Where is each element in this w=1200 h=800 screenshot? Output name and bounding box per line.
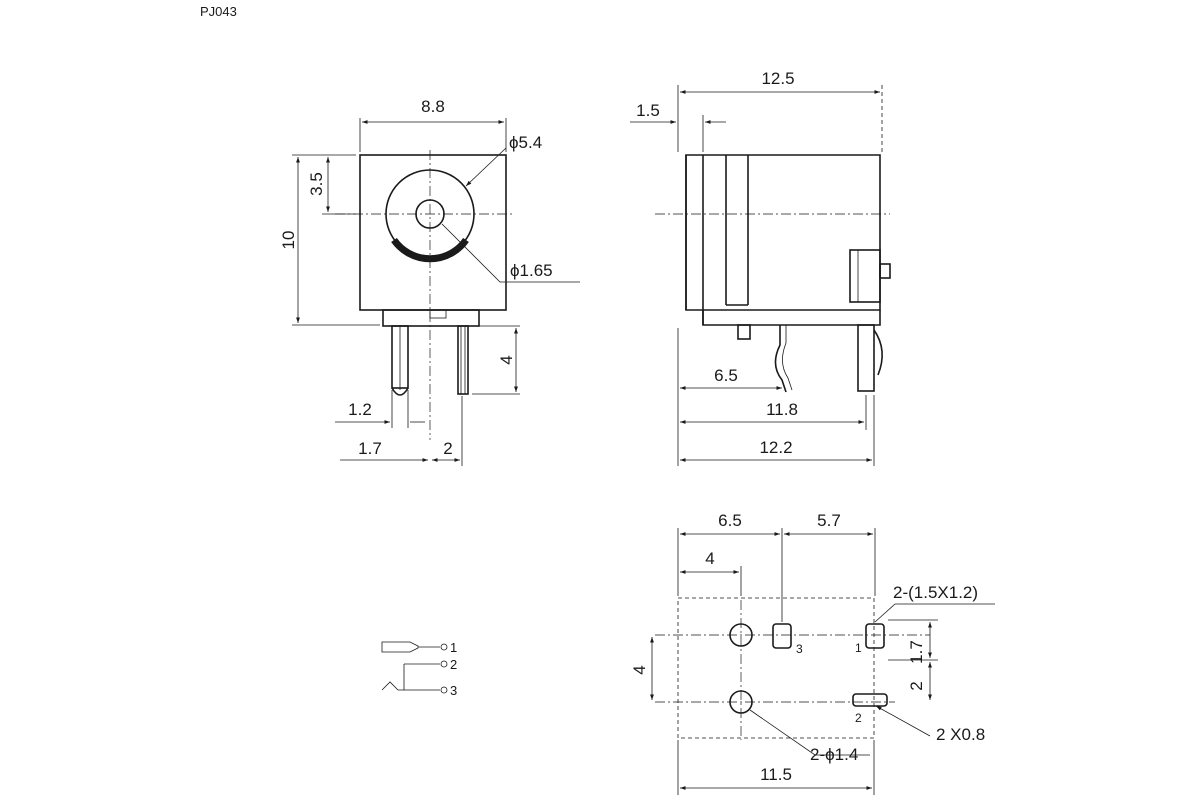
dim-body-length: 11.8 <box>766 400 798 419</box>
dim-pad-size: 2-(1.5X1.2) <box>893 583 978 602</box>
dim-pad-offset-2: 2 <box>907 681 926 690</box>
dim-center-height: 3.5 <box>307 172 326 196</box>
front-view: 8.8 10 3.5 ϕ5.4 ϕ1.65 4 1.2 1.7 2 <box>279 97 580 466</box>
side-body <box>685 154 881 311</box>
right-pin <box>457 325 469 395</box>
pad-label-2: 2 <box>855 711 862 725</box>
pcb-hole-bottom <box>729 690 753 714</box>
side-view: 12.5 1.5 6.5 11.8 12.2 <box>630 69 891 466</box>
dim-pin-position: 6.5 <box>714 366 738 385</box>
dim-width: 8.8 <box>421 97 445 116</box>
pcb-hole-top <box>729 623 753 647</box>
dim-base-length: 12.2 <box>759 438 792 457</box>
dim-pad-spacing-x: 5.7 <box>817 511 841 530</box>
pad-label-3: 3 <box>796 642 803 656</box>
dim-hole-spacing-x: 6.5 <box>718 511 742 530</box>
dim-pin-spacing: 2 <box>443 439 452 458</box>
plug-symbol <box>381 641 419 653</box>
dim-slot-width: 2 X0.8 <box>936 725 985 744</box>
pcb-layout: 3 1 2 6.5 5.7 4 2-(1.5X1.2) 4 1.7 2 2 X0… <box>630 511 995 795</box>
dim-hole-offset: 4 <box>705 549 714 568</box>
dim-outer-diameter: ϕ5.4 <box>509 133 542 152</box>
schematic-pin-3: 3 <box>450 683 457 698</box>
schematic-pin-2: 2 <box>450 657 457 672</box>
dim-height: 10 <box>279 231 298 250</box>
dim-pin-diameter: ϕ1.65 <box>510 261 553 280</box>
dim-pin-offset-a: 1.2 <box>348 400 372 419</box>
dim-row-spacing: 4 <box>630 665 649 674</box>
part-number: PJ043 <box>200 4 237 19</box>
dim-pin-length: 4 <box>497 355 516 364</box>
pad-label-1: 1 <box>855 641 862 655</box>
side-wire <box>774 325 787 393</box>
side-lug <box>857 324 875 392</box>
dim-hole-diameter: 2-ϕ1.4 <box>810 745 858 764</box>
dim-flange: 1.5 <box>636 101 660 120</box>
dim-pin-offset-b: 1.7 <box>358 439 382 458</box>
pcb-pad-1 <box>865 623 885 649</box>
pcb-pad-2 <box>852 693 888 707</box>
pcb-outline <box>677 597 875 739</box>
schematic-pin-1: 1 <box>450 640 457 655</box>
dim-overall-width: 11.5 <box>760 765 792 784</box>
dim-overall-length: 12.5 <box>761 69 794 88</box>
pcb-pad-3 <box>772 623 792 649</box>
dim-pad-offset-1: 1.7 <box>907 640 926 664</box>
front-body <box>359 154 507 311</box>
schematic-symbol: 1 2 3 <box>381 640 457 698</box>
